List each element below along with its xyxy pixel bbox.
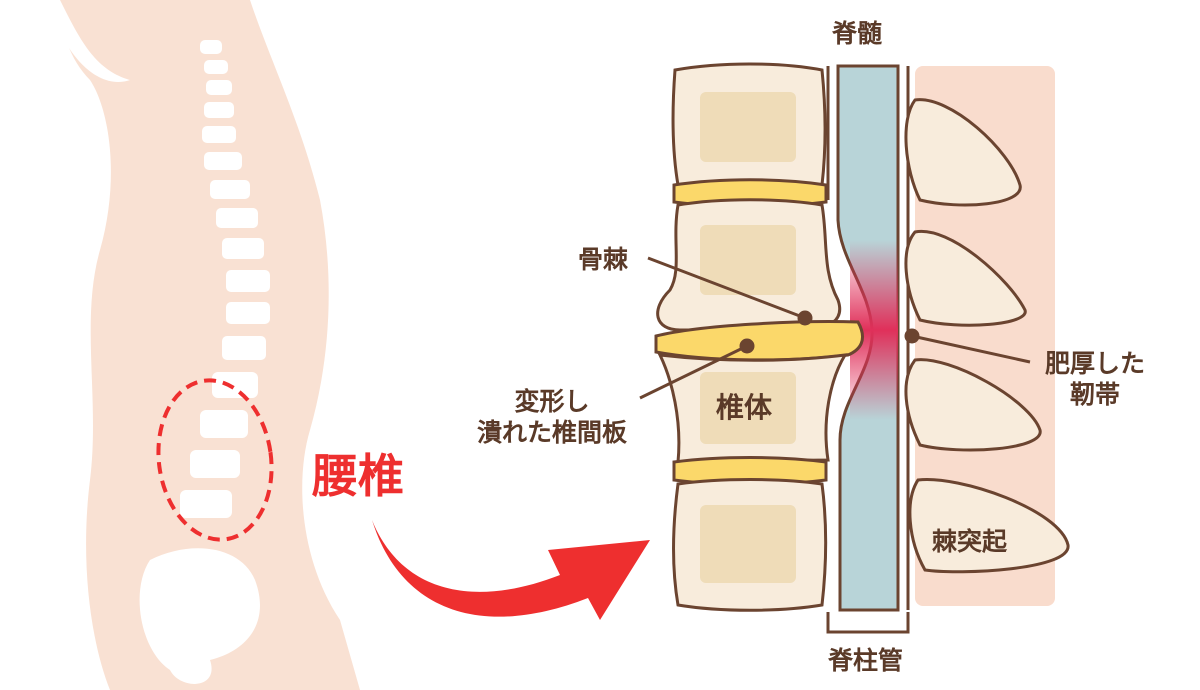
leader-lines [639, 256, 1031, 634]
label-spinal-canal: 脊柱管 [828, 646, 904, 675]
body-silhouette [60, 0, 360, 690]
label-lumbar: 腰椎 [312, 449, 404, 503]
label-deformed-disc-line2: 潰れた椎間板 [476, 418, 627, 447]
label-deformed-disc: 変形し 潰れた椎間板 [472, 386, 632, 448]
lumbar-highlight-circle [156, 378, 274, 542]
label-ligament-line2: 靭帯 [1070, 380, 1121, 409]
arrow-icon [372, 520, 650, 620]
label-ligament-line1: 肥厚した [1045, 349, 1146, 378]
neck-notch [55, 0, 130, 82]
label-thickened-ligament: 肥厚した 靭帯 [1045, 348, 1145, 410]
label-spinous-process: 棘突起 [932, 527, 1008, 556]
vertebral-bodies [654, 62, 864, 612]
label-bone-spur: 骨棘 [578, 245, 629, 274]
label-spinal-cord: 脊髄 [832, 19, 883, 48]
label-deformed-disc-line1: 変形し [514, 387, 590, 416]
spinous-processes [904, 98, 1070, 574]
label-vertebral-body: 椎体 [716, 391, 773, 424]
spine-column [139, 40, 270, 684]
